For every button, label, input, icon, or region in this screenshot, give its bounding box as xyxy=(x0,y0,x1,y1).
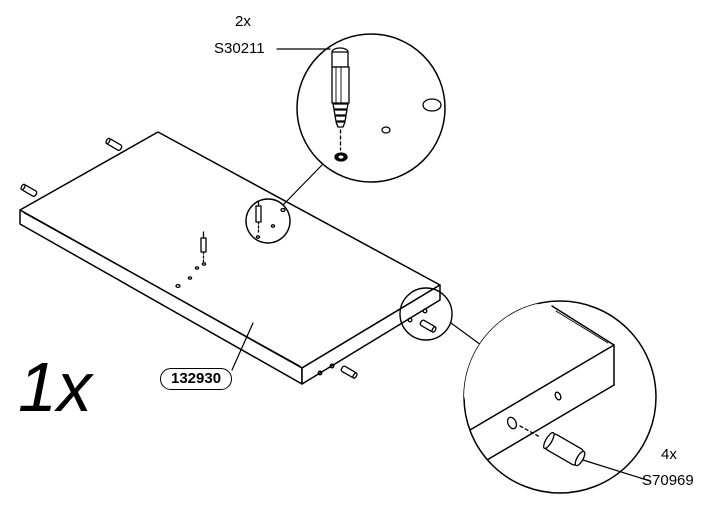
cam-bolt-icon xyxy=(200,231,207,263)
dowel-quantity: 4x xyxy=(661,446,677,463)
detail-circle-corner xyxy=(399,287,453,341)
panel-part-number: 132930 xyxy=(160,368,233,390)
cam-bolt-quantity: 2x xyxy=(235,13,251,30)
wood-dowel-icon xyxy=(20,137,437,379)
magnifier-circle xyxy=(463,300,657,494)
dowel-part-number: S70969 xyxy=(642,472,694,489)
detail-circle-small xyxy=(245,198,291,244)
panel-board xyxy=(19,131,441,385)
cam-bolt-part-number: S30211 xyxy=(214,40,265,57)
magnifier-circle xyxy=(296,33,446,183)
step-quantity: 1x xyxy=(18,348,92,426)
